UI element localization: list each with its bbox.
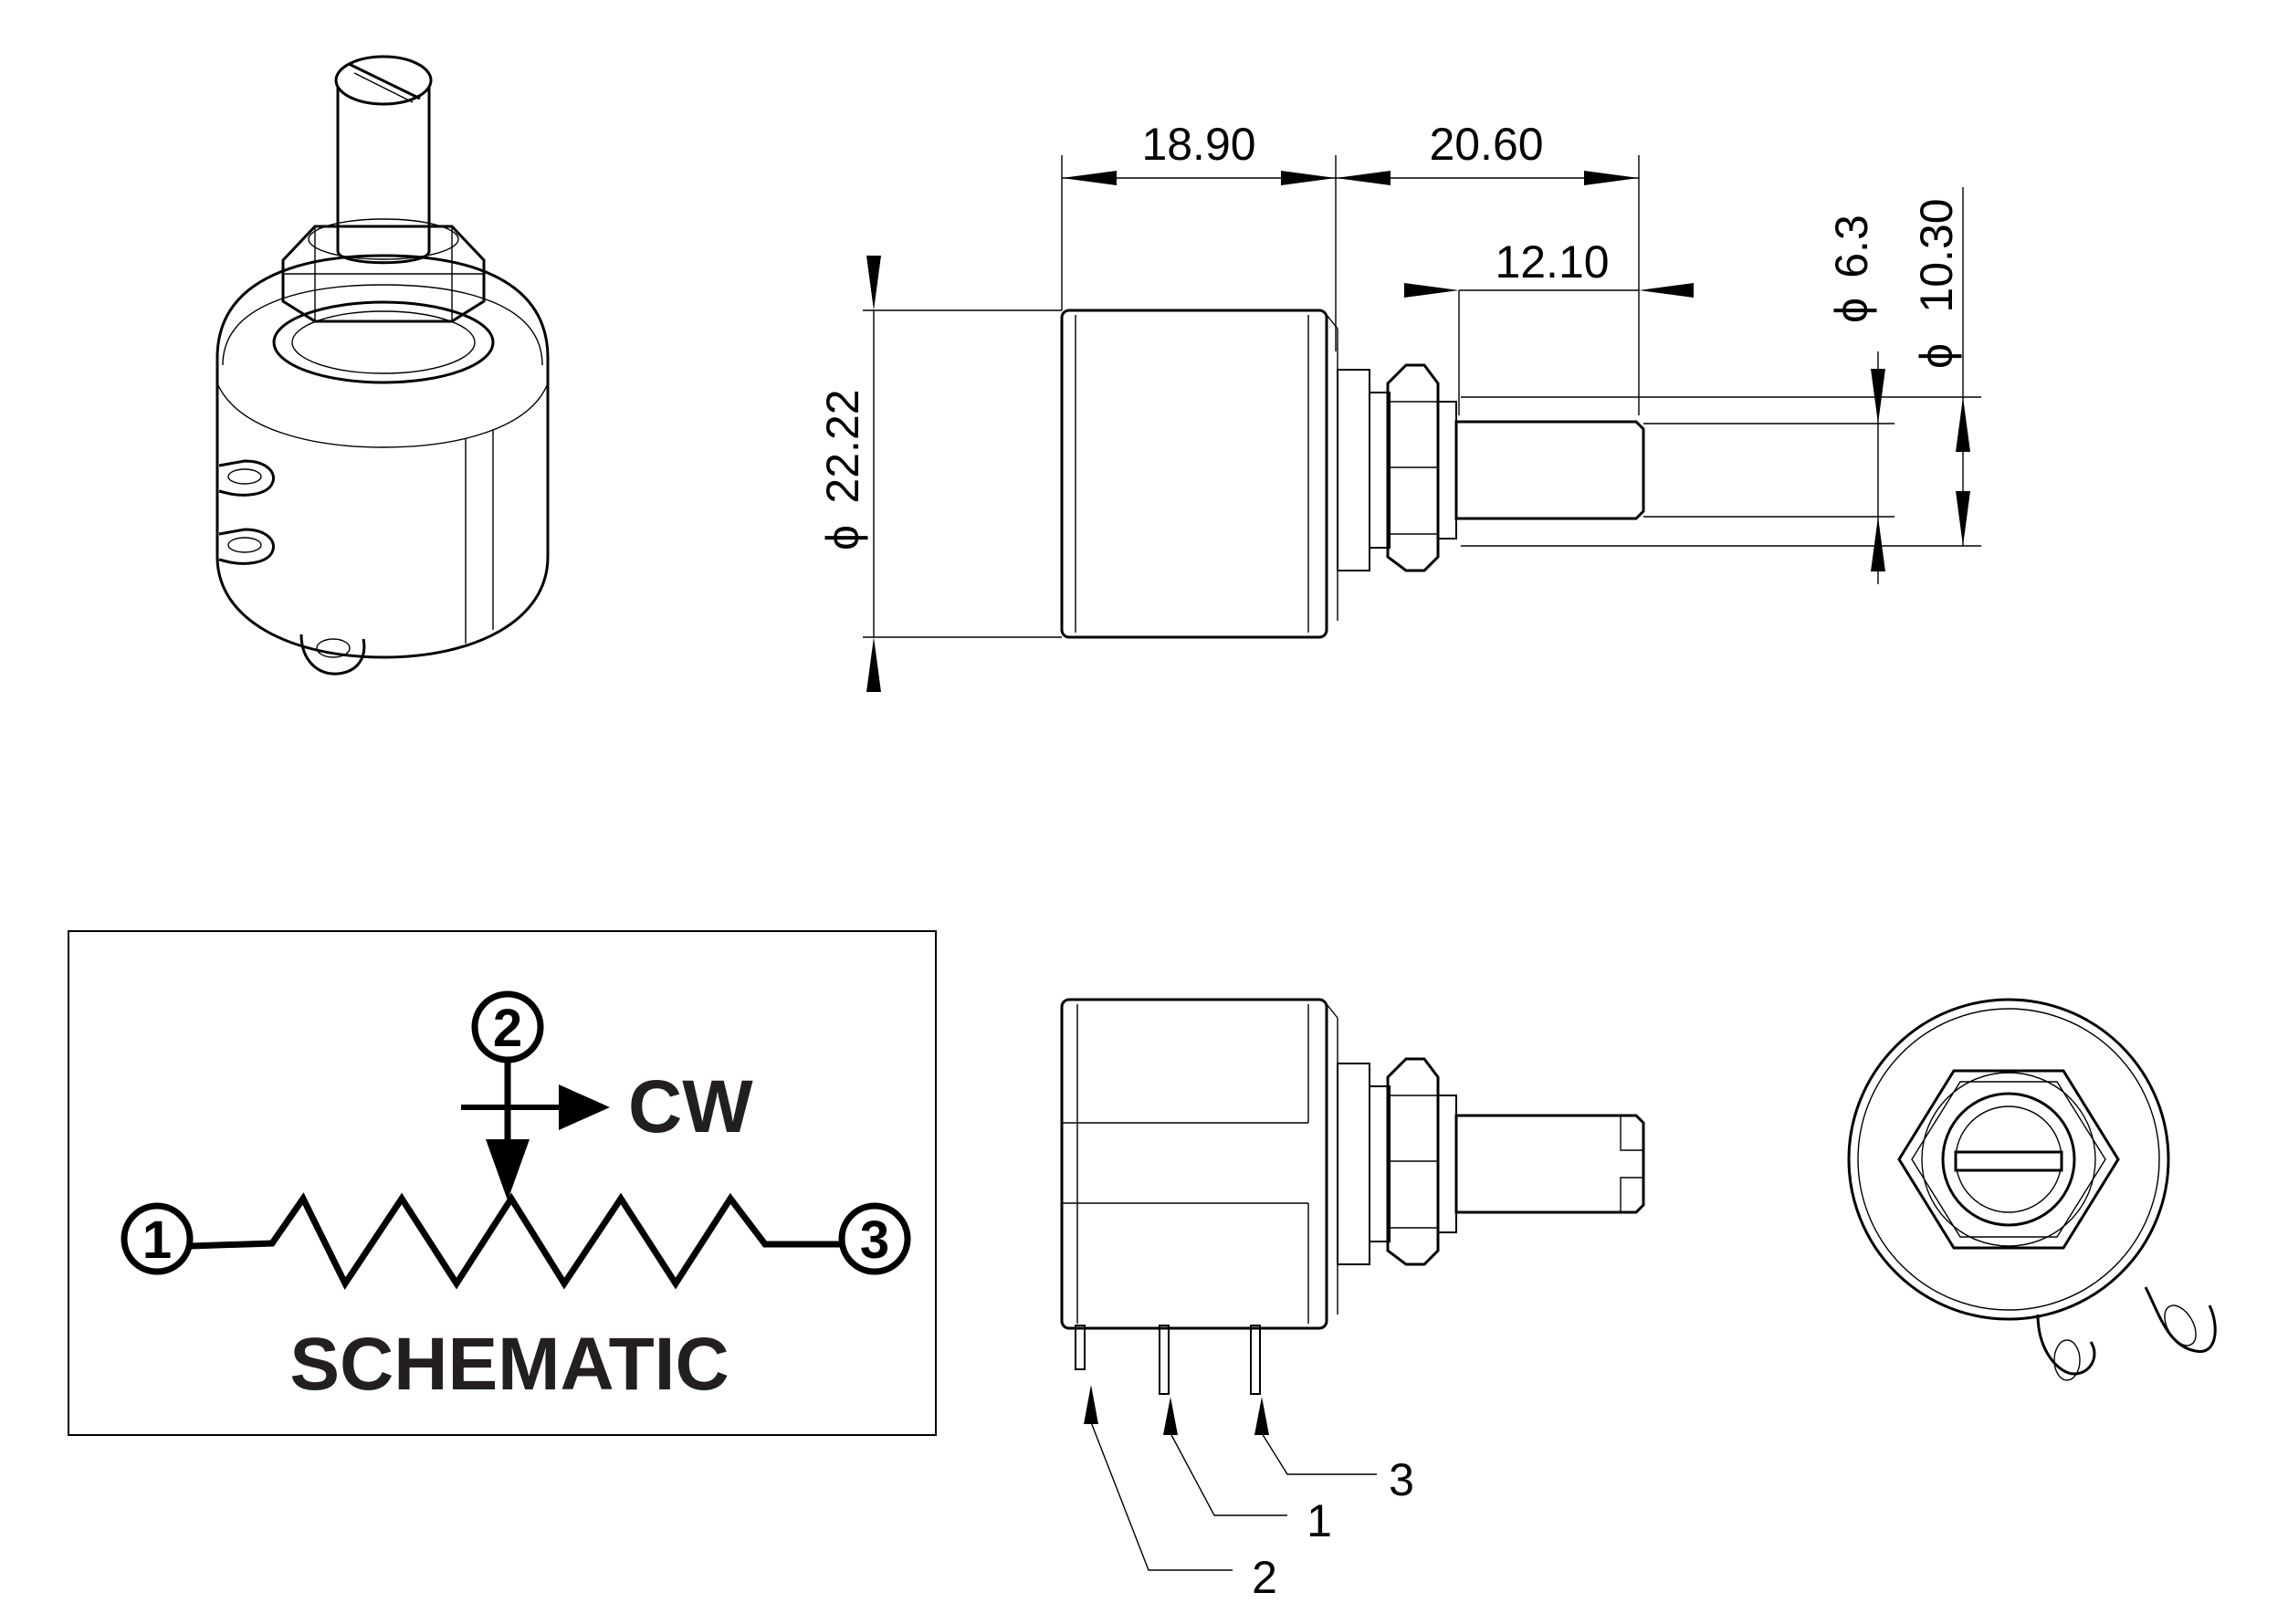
diameter-symbol-bushing: ϕ <box>1911 343 1962 369</box>
diameter-symbol-shaft: ϕ <box>1826 298 1877 323</box>
isometric-view <box>215 55 550 676</box>
dim-bushing-diameter: 10.30 <box>1911 198 1962 312</box>
pin-2 <box>1075 1325 1086 1370</box>
terminal-3-label: 3 <box>860 1210 889 1270</box>
schematic-frame <box>68 930 937 1436</box>
schematic-panel: 1 3 2 CW SCHEMATIC <box>68 930 937 1436</box>
dim-shaft-diameter: 6.3 <box>1826 215 1877 278</box>
front-view <box>1847 998 2217 1381</box>
resistor-symbol <box>189 1192 842 1290</box>
dim-shaft-total: 20.60 <box>1429 119 1543 170</box>
pin-label-2: 2 <box>1252 1552 1277 1603</box>
dim-body-diameter: 22.22 <box>817 389 868 503</box>
pin-1 <box>1159 1325 1170 1395</box>
dimensioned-side-view: 18.90 20.60 12.10 22.22 ϕ 6.3 ϕ <box>817 119 1981 692</box>
terminal-3-circle <box>838 1202 911 1275</box>
terminal-1-circle <box>121 1202 194 1275</box>
cw-arrow-head <box>559 1084 610 1130</box>
wiper-arrow <box>486 1139 530 1200</box>
terminal-2-label: 2 <box>493 999 522 1058</box>
pin-3 <box>1250 1325 1261 1395</box>
cw-label: CW <box>628 1065 753 1148</box>
pin-label-3: 3 <box>1389 1454 1414 1505</box>
dim-shaft-exposed: 12.10 <box>1495 236 1609 288</box>
terminal-1-label: 1 <box>142 1210 172 1270</box>
pin-side-view: 2 1 3 <box>1060 998 1645 1603</box>
diameter-symbol-body: ϕ <box>817 525 868 550</box>
dim-body-length: 18.90 <box>1141 119 1255 170</box>
schematic-title: SCHEMATIC <box>289 1323 729 1406</box>
pin-label-1: 1 <box>1307 1495 1332 1546</box>
